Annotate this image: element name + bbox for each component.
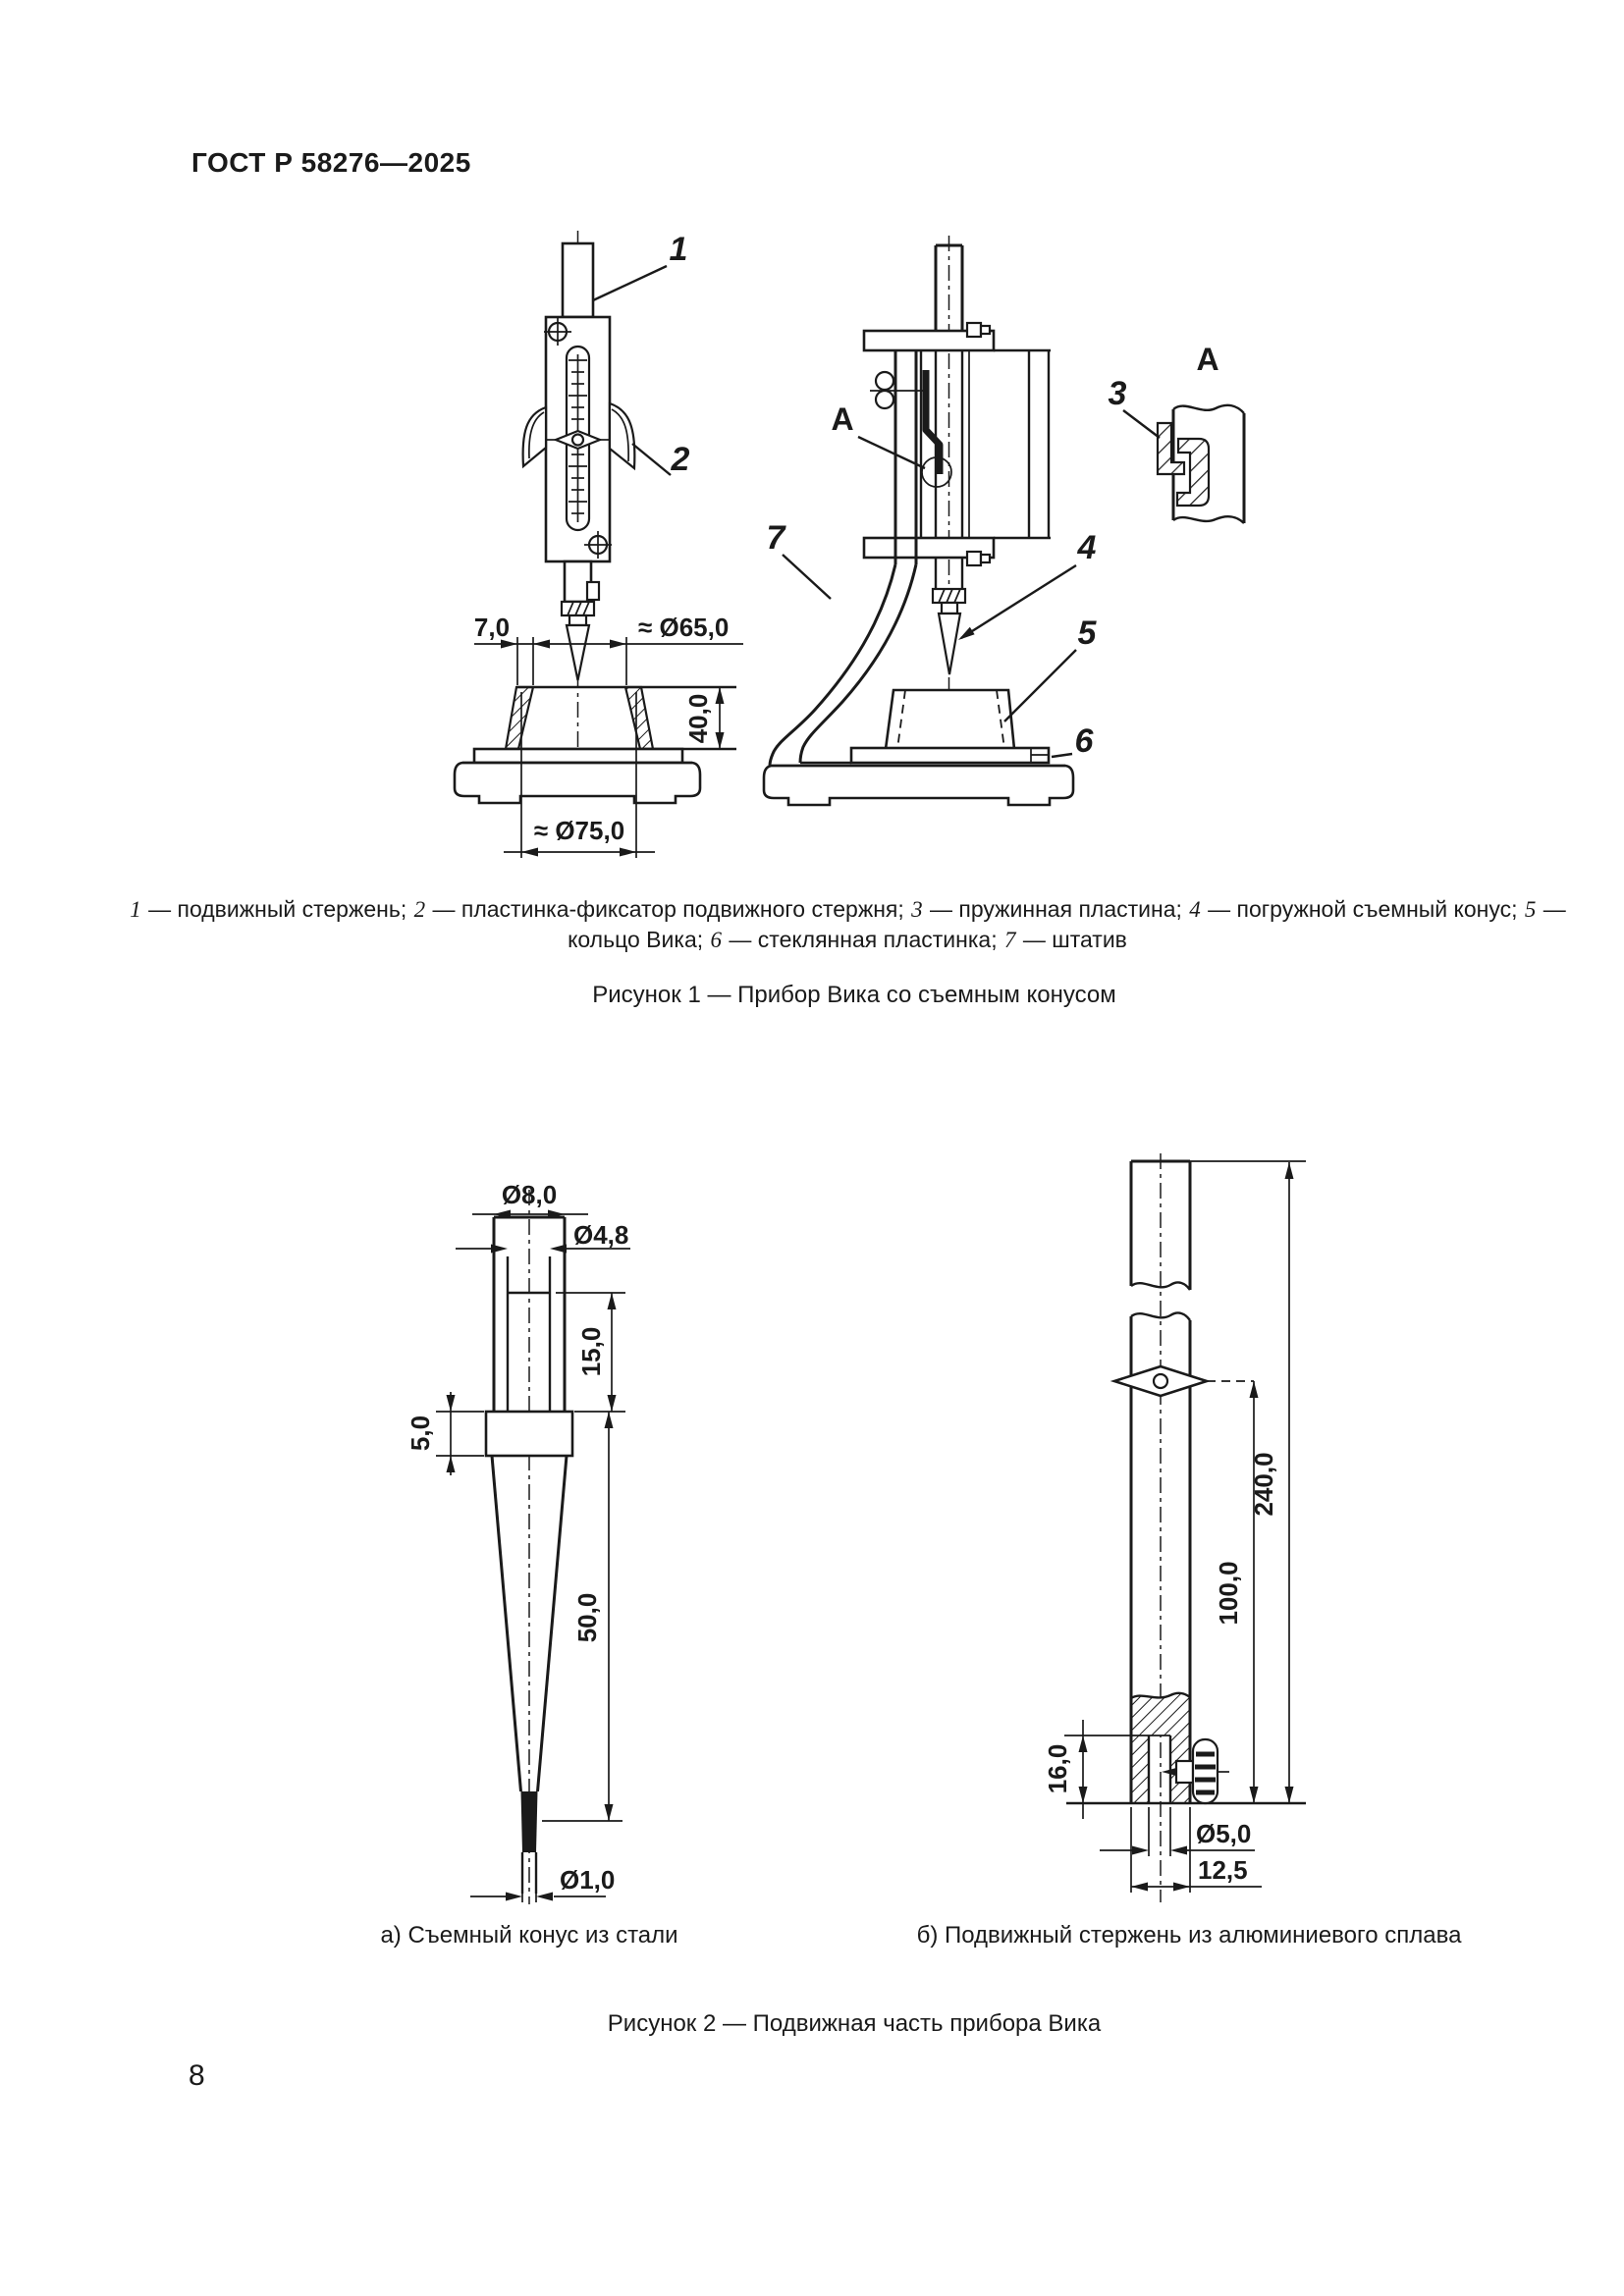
svg-text:4: 4 <box>1077 529 1097 566</box>
base <box>453 761 702 805</box>
cone-view: Ø8,0 Ø4,8 15,0 <box>406 1180 630 1904</box>
callout-1: 1 <box>592 231 688 302</box>
needle-holder-side <box>931 558 967 675</box>
callout-3: 3 <box>1109 375 1161 439</box>
svg-text:5,0: 5,0 <box>406 1415 435 1451</box>
callout-6: 6 <box>1051 722 1095 760</box>
svg-text:2: 2 <box>671 441 690 478</box>
fixator-plate <box>521 401 636 471</box>
dimension-75: ≈ Ø75,0 <box>504 692 655 858</box>
dim-ring-height: 40,0 <box>683 694 713 744</box>
detail-a-title: А <box>1196 342 1218 377</box>
clamp-frame <box>862 321 1051 567</box>
dim-bottom-dia: ≈ Ø75,0 <box>534 816 624 845</box>
dim-cone-len: 50,0 <box>542 1412 623 1822</box>
svg-text:6: 6 <box>1075 722 1095 760</box>
dim-rod-dia: 12,5 <box>1130 1807 1262 1893</box>
rod-view: 240,0 100,0 16,0 <box>1043 1153 1306 1902</box>
svg-text:50,0: 50,0 <box>572 1593 602 1643</box>
dim-tip-dia: Ø1,0 <box>470 1856 615 1902</box>
svg-text:1: 1 <box>670 231 688 268</box>
detail-a-view: А 3 <box>1109 342 1246 524</box>
dim-top-dia: ≈ Ø65,0 <box>638 613 729 642</box>
svg-text:15,0: 15,0 <box>576 1327 606 1377</box>
dim-outer-dia: Ø8,0 <box>472 1180 588 1219</box>
detail-a-circle <box>921 456 952 488</box>
svg-text:16,0: 16,0 <box>1043 1744 1072 1794</box>
rod-socket-section <box>1064 1691 1306 1805</box>
scale-ticks <box>568 359 587 514</box>
standard-number-header: ГОСТ Р 58276—2025 <box>191 147 471 178</box>
dim-socket-len: 15,0 <box>556 1292 625 1413</box>
movable-rod <box>561 241 595 319</box>
cone-collar <box>484 1410 574 1458</box>
spring-plate-edge <box>921 370 952 488</box>
page-number: 8 <box>189 2059 205 2092</box>
dim-lower-len: 100,0 <box>1207 1380 1259 1803</box>
spring-plate-detail <box>1156 421 1211 507</box>
screw-bottom <box>584 531 612 559</box>
svg-text:7: 7 <box>767 519 787 557</box>
side-view: А <box>762 236 1098 807</box>
figure2b-caption: б) Подвижный стержень из алюминиевого сп… <box>916 1922 1462 1949</box>
svg-text:100,0: 100,0 <box>1214 1561 1243 1625</box>
svg-text:Ø4,8: Ø4,8 <box>573 1220 628 1250</box>
vicat-ring-side <box>884 688 1016 751</box>
figure1-legend: 1 — подвижный стержень; 2 — пластинка-фи… <box>130 896 1566 952</box>
rod-upper <box>1129 1159 1192 1291</box>
svg-text:А: А <box>831 401 853 437</box>
front-view: 7,0 ≈ Ø65,0 40,0 ≈ Ø75,0 1 <box>453 231 743 858</box>
dim-collar-h: 5,0 <box>406 1392 484 1475</box>
dim-socket-depth: 16,0 <box>1043 1720 1088 1819</box>
stand <box>768 350 918 767</box>
needle-holder-and-cone <box>560 560 601 681</box>
svg-text:5: 5 <box>1078 614 1098 652</box>
dim-inner-dia: Ø4,8 <box>456 1220 630 1254</box>
callout-4: 4 <box>958 529 1097 640</box>
dim-hole-dia: Ø5,0 <box>1100 1807 1255 1856</box>
svg-text:3: 3 <box>1109 375 1127 412</box>
svg-text:Ø8,0: Ø8,0 <box>502 1180 557 1209</box>
rod-fixator-clip <box>1110 1364 1212 1398</box>
figure1-caption: Рисунок 1 — Прибор Вика со съемным конус… <box>592 982 1116 1008</box>
base-side <box>762 764 1075 807</box>
dim-total-len: 240,0 <box>1190 1160 1306 1803</box>
wing-nut <box>870 370 923 410</box>
glass-plate <box>472 747 684 765</box>
svg-text:Ø1,0: Ø1,0 <box>560 1865 615 1895</box>
figure2a-caption: а) Съемный конус из стали <box>380 1922 678 1949</box>
figure2-drawing: Ø8,0 Ø4,8 15,0 <box>406 1153 1306 1904</box>
figure2-caption: Рисунок 2 — Подвижная часть прибора Вика <box>607 2010 1102 2037</box>
callout-7: 7 <box>767 519 832 600</box>
dimension-7-65: 7,0 ≈ Ø65,0 <box>474 613 743 685</box>
callout-2: 2 <box>631 441 690 478</box>
dimension-40: 40,0 <box>683 687 725 749</box>
svg-text:12,5: 12,5 <box>1198 1855 1248 1885</box>
svg-text:Ø5,0: Ø5,0 <box>1196 1819 1251 1848</box>
cone-tip-black <box>520 1791 538 1852</box>
callout-detail-a: А <box>831 401 926 470</box>
glass-plate-side <box>849 746 1051 765</box>
figure1-drawing: 7,0 ≈ Ø65,0 40,0 ≈ Ø75,0 1 <box>453 231 1246 858</box>
screw-top <box>544 318 571 346</box>
knurled-screw <box>1162 1737 1229 1805</box>
callout-5: 5 <box>1003 614 1098 722</box>
dim-wall: 7,0 <box>474 613 510 642</box>
